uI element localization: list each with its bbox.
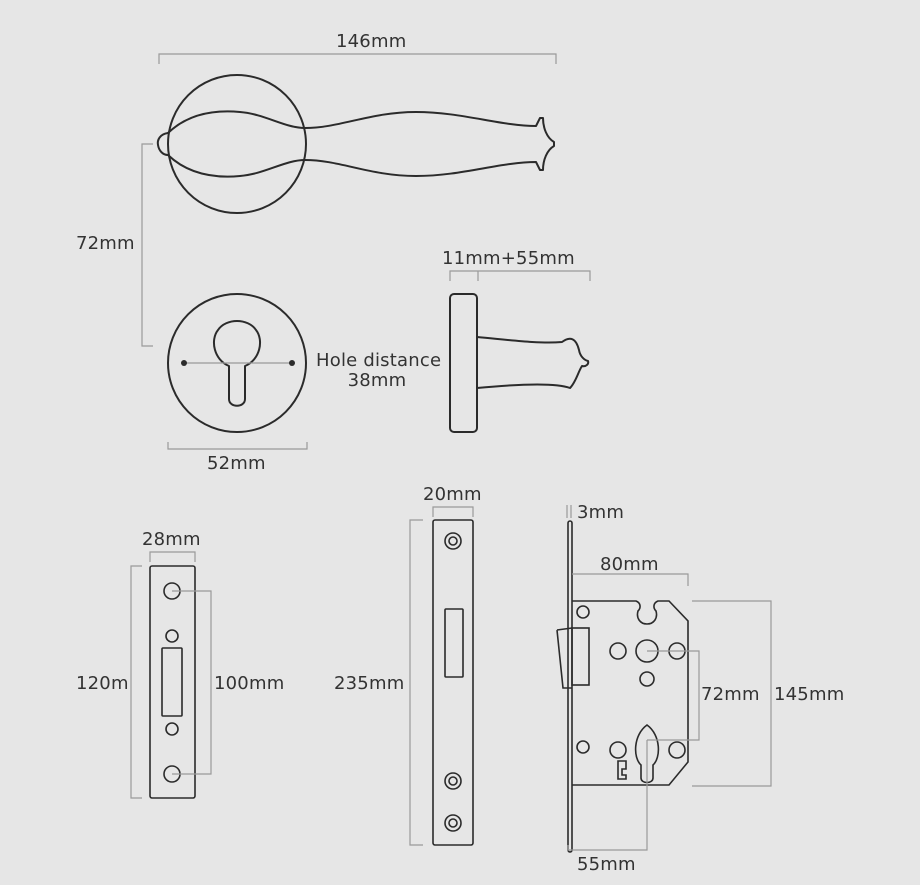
strike-width-label: 28mm <box>142 529 201 550</box>
faceplate-height-label: 235mm <box>334 673 405 694</box>
strike-latch-slot <box>161 647 183 717</box>
rose-side-plate <box>449 293 478 433</box>
strike-plate-view <box>130 551 212 799</box>
lock-depth-label: 80mm <box>600 554 659 575</box>
latch-housing <box>571 627 590 686</box>
strike-hole-upper <box>165 629 179 643</box>
lock-center-distance-label: 72mm <box>701 684 760 705</box>
lock-height-dimension-line <box>692 600 772 787</box>
strike-width-dimension-line <box>149 551 196 562</box>
escutcheon-diameter-dimension-line <box>167 442 308 450</box>
handle-depth-label: 11mm+55mm <box>442 248 575 269</box>
hole-distance-label-line2: 38mm <box>347 370 407 391</box>
faceplate-height-dimension-line <box>409 519 423 846</box>
handle-height-dimension-line <box>141 143 153 347</box>
lock-thickness-label: 3mm <box>577 502 625 523</box>
keyhole-outline <box>213 320 261 407</box>
lock-hole-bottom-left <box>576 740 590 754</box>
faceplate-screw-bottom-outer <box>444 814 462 832</box>
hole-distance-label-line1: Hole distance <box>316 350 442 371</box>
lock-case-outline <box>572 600 689 786</box>
handle-length-label: 146mm <box>336 31 407 52</box>
lock-cylinder-cutout <box>634 724 660 784</box>
strike-hole-spacing-dimension-line <box>172 590 212 775</box>
handle-top-view <box>141 53 557 347</box>
faceplate-outline <box>432 519 474 846</box>
strike-hole-lower <box>165 722 179 736</box>
lock-faceplate-edge <box>567 520 573 853</box>
escutcheon-circle <box>167 293 307 433</box>
faceplate-screw-mid-inner <box>448 776 458 786</box>
strike-plate-outline <box>149 565 196 799</box>
handle-lever-outline <box>167 110 555 178</box>
lock-backset-label: 55mm <box>577 854 636 875</box>
lock-backset-dimension-line <box>567 740 648 851</box>
hole-distance-label: Hole distance 38mm <box>316 350 442 391</box>
faceplate-latch-slot <box>444 608 464 678</box>
faceplate-screw-bottom-inner <box>448 818 458 828</box>
lock-hole-center <box>639 671 655 687</box>
strike-hole-spacing-label: 100mm <box>214 673 285 694</box>
lock-center-distance-dimension-line <box>647 650 700 741</box>
faceplate-width-dimension-line <box>432 506 474 517</box>
lock-hole-spindle-left <box>609 642 627 660</box>
strike-height-label: 120m <box>76 673 129 694</box>
handle-height-label: 72mm <box>76 233 135 254</box>
handle-depth-dimension-line <box>449 270 591 281</box>
lever-side-outline <box>476 336 590 389</box>
lock-height-label: 145mm <box>774 684 845 705</box>
lock-hole-top-left <box>576 605 590 619</box>
face-plate-view <box>409 506 474 846</box>
lock-body-view <box>556 505 772 853</box>
faceplate-screw-mid-outer <box>444 772 462 790</box>
escutcheon-front-view <box>167 293 308 450</box>
escutcheon-diameter-label: 52mm <box>207 453 266 474</box>
lock-depth-dimension-line <box>572 573 689 586</box>
handle-length-dimension-line <box>158 53 557 64</box>
faceplate-screw-top-inner <box>448 536 458 546</box>
latch-bolt <box>556 627 573 689</box>
strike-height-dimension-line <box>130 565 142 799</box>
lock-small-notch <box>617 760 627 780</box>
lock-hole-cyl-left <box>609 741 627 759</box>
screw-hole-left <box>181 360 187 366</box>
faceplate-screw-top-outer <box>444 532 462 550</box>
faceplate-width-label: 20mm <box>423 484 482 505</box>
lock-hole-cyl-right <box>668 741 686 759</box>
lock-thickness-marker <box>566 505 572 518</box>
screw-hole-right <box>289 360 295 366</box>
handle-side-view <box>449 270 591 433</box>
handle-rose-circle <box>167 74 307 214</box>
handle-end-cap <box>156 132 169 156</box>
